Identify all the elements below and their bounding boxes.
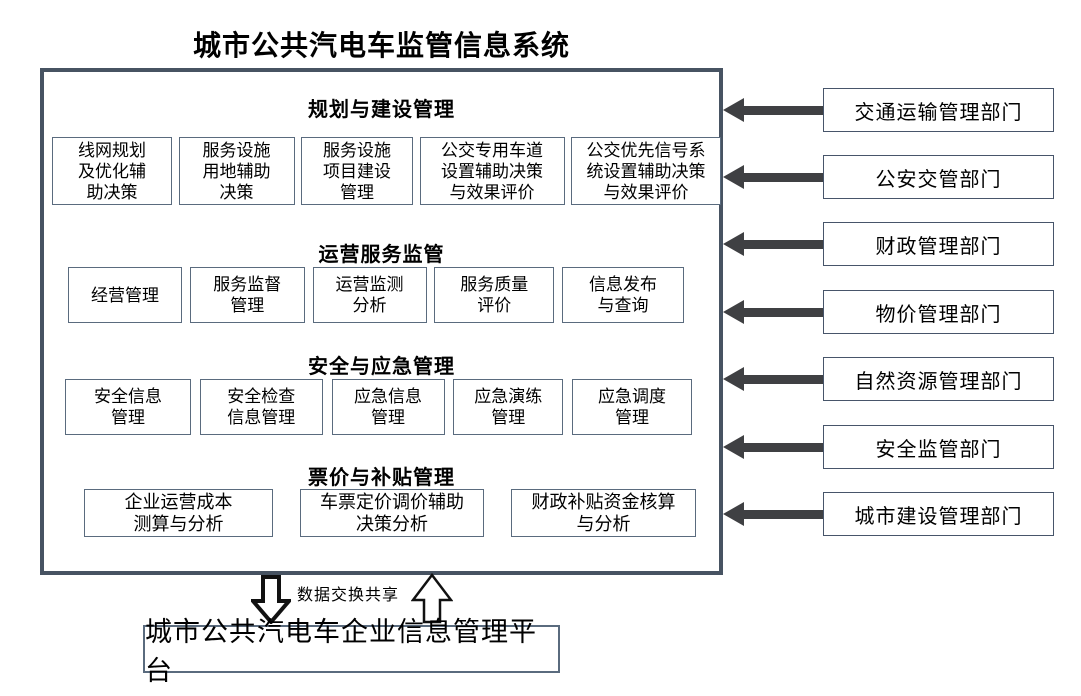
module-box: 应急信息 管理 [331, 379, 445, 435]
arrow-shaft [744, 374, 823, 384]
arrow-shaft [744, 239, 823, 249]
left-arrow-icon [723, 232, 823, 256]
arrow-shaft [744, 509, 823, 519]
module-box: 线网规划 及优化辅 助决策 [52, 137, 172, 205]
left-arrow-icon [723, 435, 823, 459]
left-arrow-icon [723, 502, 823, 526]
data-exchange-label: 数据交换共享 [297, 587, 400, 604]
arrow-shaft [744, 172, 823, 182]
diagram-title: 城市公共汽电车监管信息系统 [192, 30, 570, 61]
up-arrow-icon [411, 573, 453, 624]
module-box: 安全信息 管理 [65, 379, 191, 435]
down-arrow-icon [251, 575, 291, 624]
left-arrow-icon [723, 300, 823, 324]
safety-module-row: 安全信息 管理 安全检查 信息管理 应急信息 管理 应急演练 管理 应急调度 管… [65, 379, 692, 435]
dept-box-natural-resources: 自然资源管理部门 [823, 357, 1054, 401]
arrowhead-icon [723, 165, 744, 189]
module-box: 经营管理 [68, 267, 182, 323]
system-frame: 规划与建设管理 线网规划 及优化辅 助决策 服务设施 用地辅助 决策 服务设施 … [40, 68, 723, 575]
module-box: 运营监测 分析 [312, 267, 427, 323]
arrowhead-icon [723, 232, 744, 256]
arrowhead-icon [723, 435, 744, 459]
left-arrow-icon [723, 98, 823, 122]
arrowhead-icon [723, 98, 744, 122]
arrow-shaft [744, 105, 823, 115]
dept-box-public-security: 公安交管部门 [823, 155, 1054, 199]
left-arrow-icon [723, 367, 823, 391]
fare-module-row: 企业运营成本 测算与分析 车票定价调价辅助 决策分析 财政补贴资金核算 与分析 [84, 489, 696, 537]
arrowhead-icon [723, 502, 744, 526]
enterprise-platform-box: 城市公共汽电车企业信息管理平台 [143, 617, 560, 686]
dept-box-transport: 交通运输管理部门 [823, 88, 1054, 132]
section-heading-fare: 票价与补贴管理 [308, 467, 455, 489]
section-heading-safety: 安全与应急管理 [308, 356, 455, 378]
module-box: 公交优先信号系 统设置辅助决策 与效果评价 [571, 137, 721, 205]
module-box: 服务质量 评价 [434, 267, 555, 323]
section-heading-planning: 规划与建设管理 [308, 99, 455, 121]
module-box: 企业运营成本 测算与分析 [84, 489, 273, 537]
arrow-shaft [744, 442, 823, 452]
planning-module-row: 线网规划 及优化辅 助决策 服务设施 用地辅助 决策 服务设施 项目建设 管理 … [52, 137, 721, 205]
module-box: 车票定价调价辅助 决策分析 [300, 489, 484, 537]
left-arrow-icon [723, 165, 823, 189]
module-box: 服务监督 管理 [189, 267, 305, 323]
module-box: 应急演练 管理 [453, 379, 564, 435]
module-box: 应急调度 管理 [572, 379, 692, 435]
arrowhead-icon [723, 300, 744, 324]
module-box: 公交专用车道 设置辅助决策 与效果评价 [419, 137, 565, 205]
dept-box-finance: 财政管理部门 [823, 222, 1054, 266]
dept-box-urban-construction: 城市建设管理部门 [823, 492, 1054, 536]
module-box: 安全检查 信息管理 [199, 379, 323, 435]
arrowhead-icon [723, 367, 744, 391]
dept-box-pricing: 物价管理部门 [823, 290, 1054, 334]
section-heading-operation: 运营服务监管 [318, 244, 445, 266]
module-box: 服务设施 用地辅助 决策 [178, 137, 295, 205]
operation-module-row: 经营管理 服务监督 管理 运营监测 分析 服务质量 评价 信息发布 与查询 [68, 267, 684, 323]
dept-box-work-safety: 安全监管部门 [823, 425, 1054, 469]
arrow-shaft [744, 307, 823, 317]
module-box: 财政补贴资金核算 与分析 [511, 489, 696, 537]
module-box: 服务设施 项目建设 管理 [301, 137, 413, 205]
module-box: 信息发布 与查询 [562, 267, 684, 323]
